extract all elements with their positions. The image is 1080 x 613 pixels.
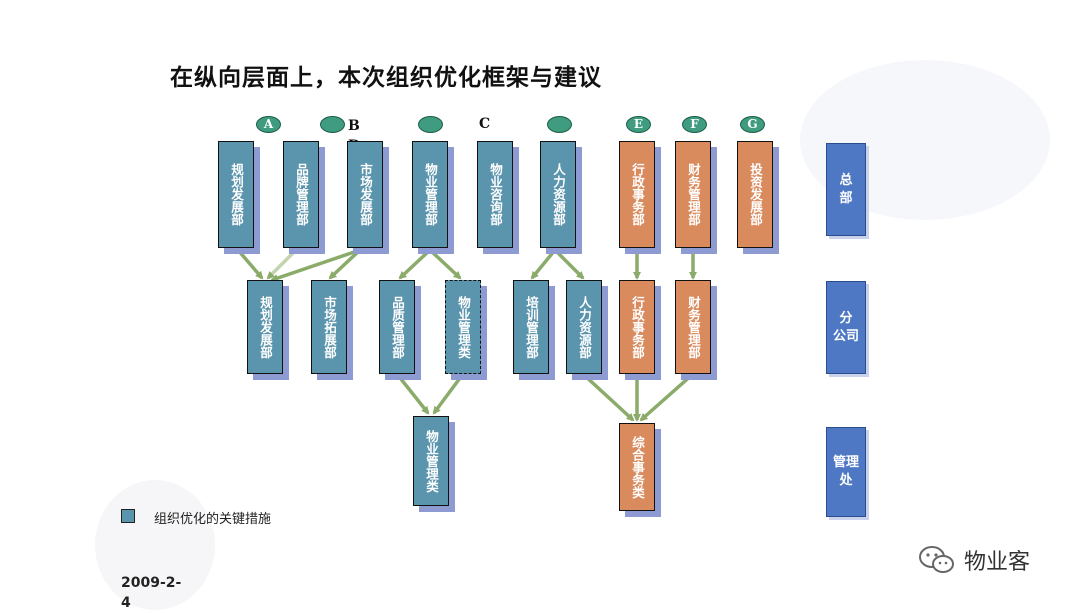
branch-dept-training: 培训管理部 (513, 280, 549, 374)
arrow (270, 248, 361, 282)
arrow (639, 372, 695, 422)
legend-label: 组织优化的关键措施 (154, 512, 272, 527)
marker-oval (320, 116, 345, 133)
marker-e: E (626, 116, 651, 133)
arrow (266, 248, 298, 280)
watermark-text: 物业客 (964, 550, 1031, 575)
office-dept-general: 综合事务类 (619, 423, 655, 511)
arrow (395, 372, 430, 415)
hq-dept-consulting: 物业咨询部 (477, 141, 513, 248)
branch-dept-hr: 人力资源部 (566, 280, 602, 374)
marker-a: A (256, 116, 281, 133)
watermark: 物业客 (918, 544, 1030, 576)
decor-circle (95, 480, 215, 610)
hq-dept-property: 物业管理部 (412, 141, 448, 248)
level-management-office: 管理 处 (826, 427, 866, 517)
date-label: 2009-2-4 (121, 575, 182, 611)
marker-oval (418, 116, 443, 133)
arrow (432, 372, 465, 415)
arrow (428, 248, 462, 280)
arrow (553, 248, 585, 280)
branch-dept-planning: 规划发展部 (247, 280, 283, 374)
hq-dept-admin: 行政事务部 (619, 141, 655, 248)
slide-title: 在纵向层面上，本次组织优化框架与建议 (170, 65, 602, 91)
hq-dept-finance: 财务管理部 (675, 141, 711, 248)
wechat-icon (919, 546, 954, 573)
branch-dept-quality: 品质管理部 (379, 280, 415, 374)
arrow (581, 372, 635, 422)
arrow (236, 248, 264, 280)
legend-swatch (121, 509, 135, 523)
arrow (530, 248, 557, 280)
branch-dept-property: 物业管理类 (445, 280, 481, 374)
branch-dept-finance: 财务管理部 (675, 280, 711, 374)
hq-dept-brand: 品牌管理部 (283, 141, 319, 248)
hq-dept-hr: 人力资源部 (540, 141, 576, 248)
level-headquarters: 总 部 (826, 143, 866, 236)
office-dept-property: 物业管理类 (413, 416, 449, 506)
marker-oval (547, 116, 572, 133)
hq-dept-investment: 投资发展部 (737, 141, 773, 248)
marker-label-c: C (479, 116, 491, 132)
level-branch: 分 公司 (826, 281, 866, 374)
marker-g: G (740, 116, 765, 133)
branch-dept-market-expansion: 市场拓展部 (311, 280, 347, 374)
hq-dept-planning: 规划发展部 (218, 141, 254, 248)
arrow (328, 248, 362, 280)
marker-f: F (682, 116, 707, 133)
hq-dept-market: 市场发展部 (347, 141, 383, 248)
arrow (398, 248, 432, 280)
branch-dept-admin: 行政事务部 (619, 280, 655, 374)
